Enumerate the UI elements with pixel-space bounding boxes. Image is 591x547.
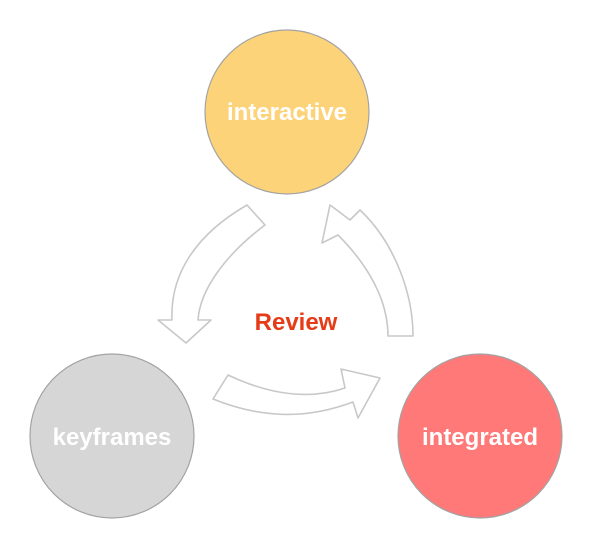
center-label: Review <box>255 309 338 336</box>
arrow-keyframes-to-integrated <box>212 368 381 419</box>
node-interactive-label: interactive <box>227 99 347 126</box>
node-interactive-circle <box>204 29 370 195</box>
node-keyframes-circle <box>29 353 195 519</box>
node-keyframes-label: keyframes <box>53 424 172 451</box>
node-integrated-label: integrated <box>422 424 538 451</box>
node-integrated-circle <box>397 353 563 519</box>
arrow-interactive-to-keyframes <box>157 204 266 344</box>
arrow-integrated-to-interactive <box>321 204 414 337</box>
